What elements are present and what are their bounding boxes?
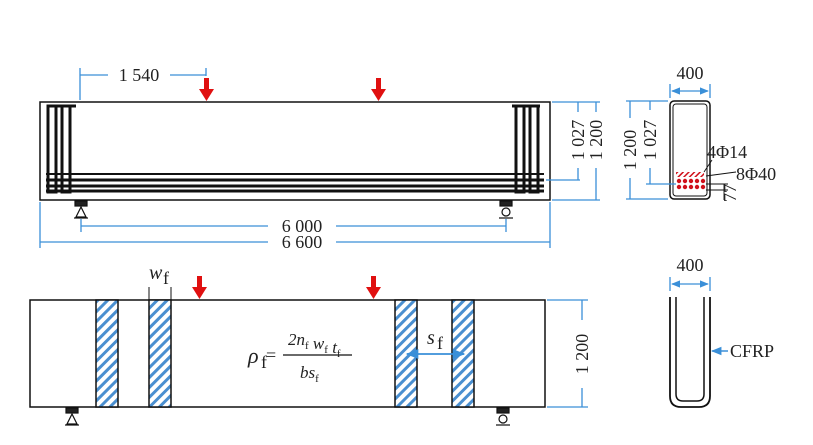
beam-outline (39, 101, 551, 201)
formula-denominator: bsf (300, 363, 319, 385)
formula-lhs: ρ (247, 343, 259, 368)
support-span-label: 6 000 (282, 216, 323, 236)
cfrp-strip (95, 299, 119, 408)
strengthened-height-dimension (547, 299, 588, 408)
u-wrap-outer (669, 297, 711, 408)
load-arrow (371, 78, 386, 101)
load-arrow (199, 78, 214, 101)
u-wrap-width-label: 400 (677, 255, 704, 275)
load-arrow (192, 276, 207, 299)
section-stirrup (672, 103, 708, 197)
strip-width-subscript: f (163, 268, 169, 288)
reinforcement-ratio-formula: ρ f = 2nf wf tf bsf (247, 330, 352, 385)
pin-support (65, 407, 79, 426)
load-arrow (366, 276, 381, 299)
cfrp-label: CFRP (730, 341, 774, 361)
height-dimension (546, 101, 600, 201)
strip-spacing-subscript: f (437, 333, 443, 353)
cross-section-view: 400 1 200 1 027 4Φ14 8Φ40 77 (620, 63, 776, 202)
effective-height-label: 1 027 (568, 120, 588, 161)
u-wrap-inner (675, 297, 705, 402)
section-width-dimension (669, 84, 711, 98)
section-width-label: 400 (677, 63, 704, 83)
roller-support (499, 200, 513, 219)
total-height-label: 1 200 (586, 120, 606, 161)
rebar-leaders (703, 159, 737, 200)
bottom-rebar-group (676, 178, 706, 190)
formula-lhs-subscript: f (261, 352, 267, 372)
shear-span-dimension (79, 68, 207, 100)
u-wrap-width-dimension (669, 277, 711, 291)
roller-support (496, 407, 510, 426)
elevation-view: 1 540 6 000 6 600 1 027 1 200 (39, 65, 606, 252)
section-height-dimension (626, 100, 676, 200)
formula-equals: = (266, 345, 276, 365)
cfrp-strip (148, 299, 172, 408)
section-total-height-label: 1 200 (620, 130, 640, 171)
bottom-bars-label: 8Φ40 (736, 164, 776, 184)
strip-width-dimension (148, 287, 172, 300)
strengthened-elevation-view: w f s f ρ f = 2nf wf tf bsf (29, 262, 592, 426)
shear-span-label: 1 540 (119, 65, 160, 85)
cover-label: 77 (720, 184, 740, 202)
section-effective-height-label: 1 027 (640, 120, 660, 161)
top-rebar-zone (676, 172, 704, 177)
longitudinal-rebars (46, 173, 544, 193)
strengthened-height-label: 1 200 (572, 334, 592, 375)
total-length-label: 6 600 (282, 232, 323, 252)
formula-numerator: 2nf wf tf (288, 330, 341, 360)
total-length-dimension (39, 202, 551, 248)
top-bars-label: 4Φ14 (707, 142, 747, 162)
u-wrap-section-view: 400 CFRP (669, 255, 774, 408)
strip-width-symbol: w (149, 262, 163, 284)
pin-support (74, 200, 88, 219)
support-span-dimension (80, 219, 507, 232)
strip-spacing-symbol: s (427, 327, 435, 349)
